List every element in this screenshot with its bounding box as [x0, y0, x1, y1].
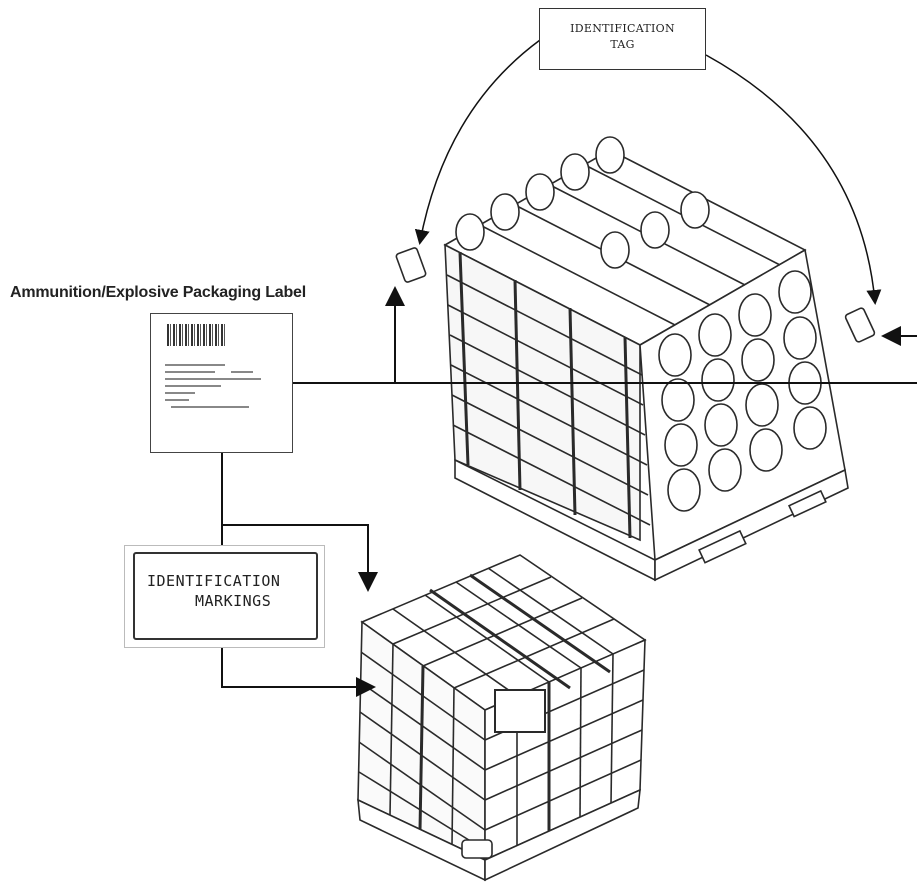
barcode-icon: [167, 324, 225, 346]
box-pallet-drawing: [357, 554, 647, 882]
identification-markings-plate: IDENTIFICATION MARKINGS: [133, 552, 318, 640]
identification-tag-line-1: IDENTIFICATION: [570, 22, 675, 35]
identification-markings-line-2: MARKINGS: [195, 592, 272, 610]
cylinder-pallet-drawing: [395, 136, 876, 582]
identification-markings-callout: IDENTIFICATION MARKINGS: [124, 545, 325, 648]
packaging-label-callout: Ammunition/Explosive Packaging Label: [10, 284, 306, 301]
identification-tag-line-2: TAG: [610, 38, 635, 51]
packaging-label-illustration: [150, 313, 293, 453]
identification-tag-callout: IDENTIFICATION TAG: [539, 8, 706, 70]
identification-markings-line-1: IDENTIFICATION: [147, 572, 281, 590]
connector-lines: [221, 39, 917, 697]
